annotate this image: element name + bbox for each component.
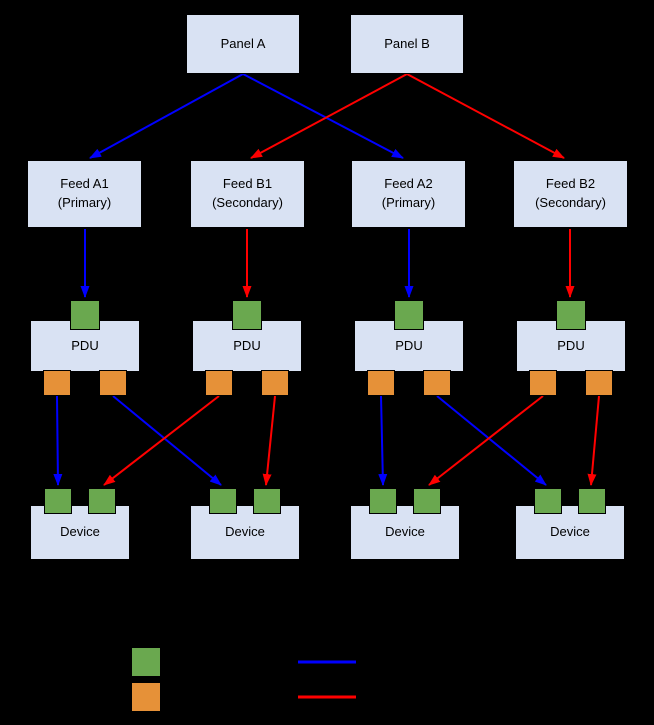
pdu-1-output-port-right <box>99 370 127 396</box>
wire-pdu-3-to-device-3 <box>378 395 388 486</box>
feed-b2-box: Feed B2 (Secondary) <box>513 160 628 228</box>
feed-a1-name: Feed A1 <box>60 176 109 192</box>
wire-pdu-1-to-device-2 <box>112 395 222 486</box>
device-1-box: Device <box>30 505 130 560</box>
panel-a-label: Panel A <box>220 35 266 51</box>
pdu-2-input-port <box>232 300 262 330</box>
feed-a2-role: (Primary) <box>381 195 436 210</box>
pdu-4-input-port <box>556 300 586 330</box>
wire-pdu-4-to-device-4 <box>587 395 600 486</box>
feed-b2-role: (Secondary) <box>535 195 606 210</box>
pdu-1-output-port-left <box>43 370 71 396</box>
feed-b1-role: (Secondary) <box>212 195 283 210</box>
device-4-input-port-right <box>578 488 606 514</box>
pdu-3-input-port <box>394 300 424 330</box>
device-2-input-port-left <box>209 488 237 514</box>
pdu-4-output-port-left <box>529 370 557 396</box>
pdu-4-output-port-right <box>585 370 613 396</box>
device-4-box: Device <box>515 505 625 560</box>
feed-b1-name: Feed B1 <box>222 176 273 192</box>
wire-pdu-1-to-device-1 <box>53 395 63 486</box>
feed-a1-role: (Primary) <box>57 195 112 210</box>
wire-panel-b-to-feed-b2 <box>406 73 565 159</box>
pdu-3-output-port-right <box>423 370 451 396</box>
device-1-input-port-left <box>44 488 72 514</box>
feed-a2-box: Feed A2 (Primary) <box>351 160 466 228</box>
device-2-box: Device <box>190 505 300 560</box>
pdu-2-output-port-right <box>261 370 289 396</box>
pdu-4-label: PDU <box>557 337 585 353</box>
device-2-input-port-right <box>253 488 281 514</box>
wire-panel-a-to-feed-a2 <box>242 73 404 159</box>
pdu-2-label: PDU <box>233 337 261 353</box>
device-4-input-port-left <box>534 488 562 514</box>
legend-input-port-swatch <box>131 647 161 677</box>
device-3-label: Device <box>385 524 425 540</box>
pdu-2-output-port-left <box>205 370 233 396</box>
feed-a2-name: Feed A2 <box>384 176 433 192</box>
device-3-input-port-right <box>413 488 441 514</box>
device-1-label: Device <box>60 524 100 540</box>
panel-b-box: Panel B <box>350 14 464 74</box>
panel-a-box: Panel A <box>186 14 300 74</box>
pdu-1-input-port <box>70 300 100 330</box>
pdu-1-box: PDU <box>30 320 140 372</box>
device-4-label: Device <box>550 524 590 540</box>
legend-output-port-swatch <box>131 682 161 712</box>
wire-pdu-3-to-device-4 <box>436 395 547 486</box>
wire-pdu-4-to-device-3 <box>428 395 544 486</box>
wire-pdu-2-to-device-2 <box>262 395 276 486</box>
wire-pdu-2-to-device-1 <box>103 395 220 486</box>
feed-a1-box: Feed A1 (Primary) <box>27 160 142 228</box>
device-3-input-port-left <box>369 488 397 514</box>
pdu-3-output-port-left <box>367 370 395 396</box>
wire-panel-a-to-feed-a1 <box>89 73 244 159</box>
device-1-input-port-right <box>88 488 116 514</box>
feed-b1-box: Feed B1 (Secondary) <box>190 160 305 228</box>
feed-b2-name: Feed B2 <box>545 176 596 192</box>
panel-b-label: Panel B <box>384 35 430 51</box>
device-2-label: Device <box>225 524 265 540</box>
device-3-box: Device <box>350 505 460 560</box>
pdu-3-label: PDU <box>395 337 423 353</box>
wire-panel-b-to-feed-b1 <box>250 73 408 159</box>
pdu-1-label: PDU <box>71 337 99 353</box>
